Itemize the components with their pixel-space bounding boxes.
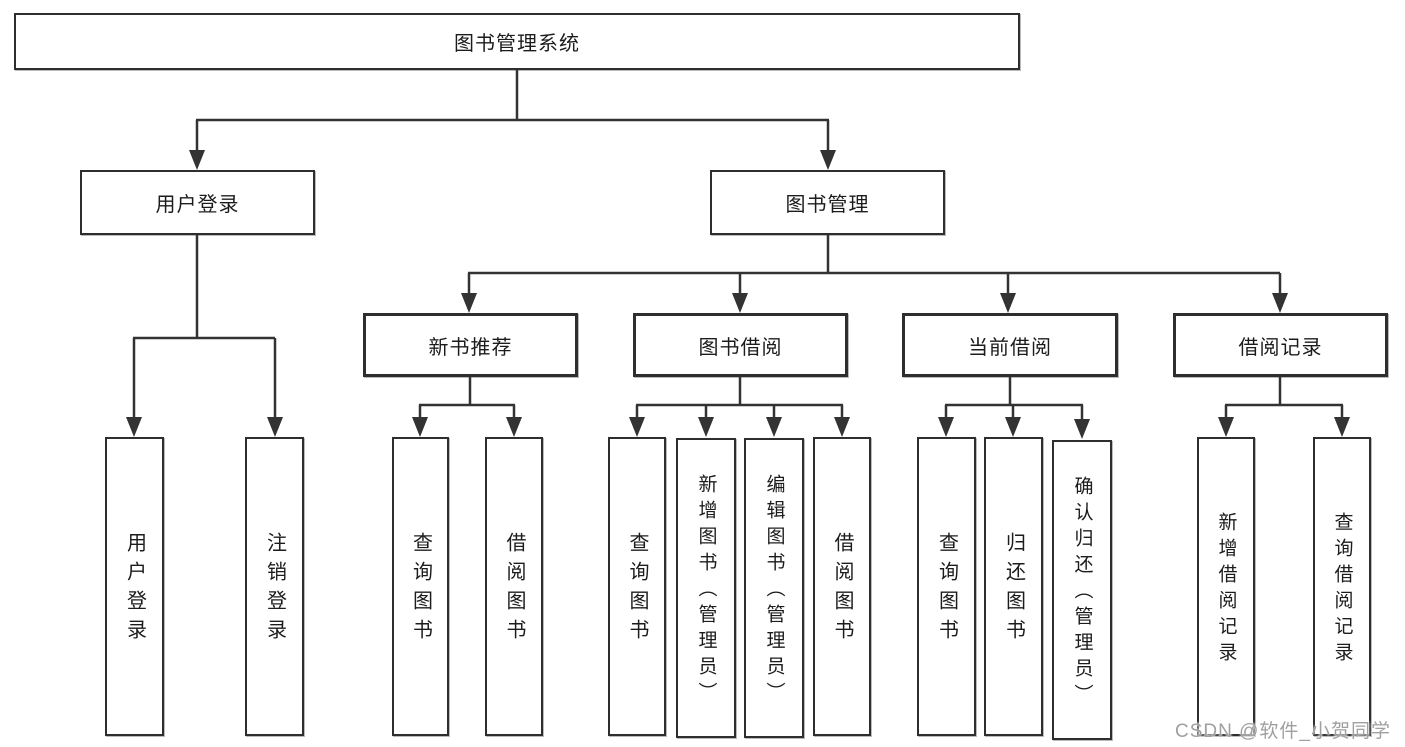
leaf-logout: 注销登录 [245, 437, 304, 736]
leaf-br-add-record-label: 新增借阅记录 [1215, 511, 1237, 668]
leaf-cb-return-book-label: 归还图书 [1002, 531, 1025, 648]
node-book-borrow-label: 图书借阅 [698, 336, 783, 359]
leaf-bb-borrow-book: 借阅图书 [813, 437, 871, 736]
node-user-login: 用户登录 [80, 170, 315, 235]
node-borrow-records-label: 借阅记录 [1238, 336, 1323, 359]
leaf-logout-label: 注销登录 [263, 531, 286, 648]
leaf-user-login-label: 用户登录 [123, 531, 146, 648]
node-user-login-label: 用户登录 [155, 194, 240, 216]
leaf-nbr-borrow-book-label: 借阅图书 [503, 531, 525, 648]
leaf-cb-query-book: 查询图书 [917, 437, 976, 736]
node-book-management-label: 图书管理 [785, 194, 870, 216]
leaf-bb-add-book-admin: 新增图书（管理员） [676, 438, 736, 738]
node-current-borrow-label: 当前借阅 [968, 336, 1052, 359]
node-new-book-recommend: 新书推荐 [363, 313, 578, 377]
leaf-bb-borrow-book-label: 借阅图书 [831, 531, 853, 648]
leaf-br-add-record: 新增借阅记录 [1197, 437, 1255, 736]
node-new-book-recommend-label: 新书推荐 [428, 336, 513, 359]
leaf-nbr-query-book: 查询图书 [392, 437, 449, 736]
node-current-borrow: 当前借阅 [902, 313, 1118, 377]
node-root: 图书管理系统 [14, 13, 1020, 70]
leaf-cb-return-book: 归还图书 [984, 437, 1043, 736]
leaf-cb-query-book-label: 查询图书 [935, 531, 958, 648]
watermark-text: CSDN @软件_小贺同学 [1175, 721, 1391, 742]
leaf-cb-confirm-return-admin: 确认归还（管理员） [1052, 440, 1112, 740]
leaf-nbr-borrow-book: 借阅图书 [485, 437, 543, 736]
leaf-bb-query-book-label: 查询图书 [626, 531, 648, 648]
leaf-bb-add-book-admin-label: 新增图书（管理员） [695, 474, 717, 708]
node-book-borrow: 图书借阅 [633, 313, 848, 377]
node-book-management: 图书管理 [710, 170, 945, 235]
node-borrow-records: 借阅记录 [1173, 313, 1388, 377]
leaf-nbr-query-book-label: 查询图书 [409, 531, 432, 648]
leaf-cb-confirm-return-admin-label: 确认归还（管理员） [1071, 476, 1093, 710]
leaf-bb-edit-book-admin-label: 编辑图书（管理员） [763, 474, 785, 708]
leaf-user-login: 用户登录 [105, 437, 164, 736]
leaf-br-query-record-label: 查询借阅记录 [1331, 511, 1353, 668]
node-root-label: 图书管理系统 [454, 33, 580, 55]
leaf-br-query-record: 查询借阅记录 [1313, 437, 1371, 736]
leaf-bb-query-book: 查询图书 [608, 437, 666, 736]
leaf-bb-edit-book-admin: 编辑图书（管理员） [744, 438, 804, 738]
